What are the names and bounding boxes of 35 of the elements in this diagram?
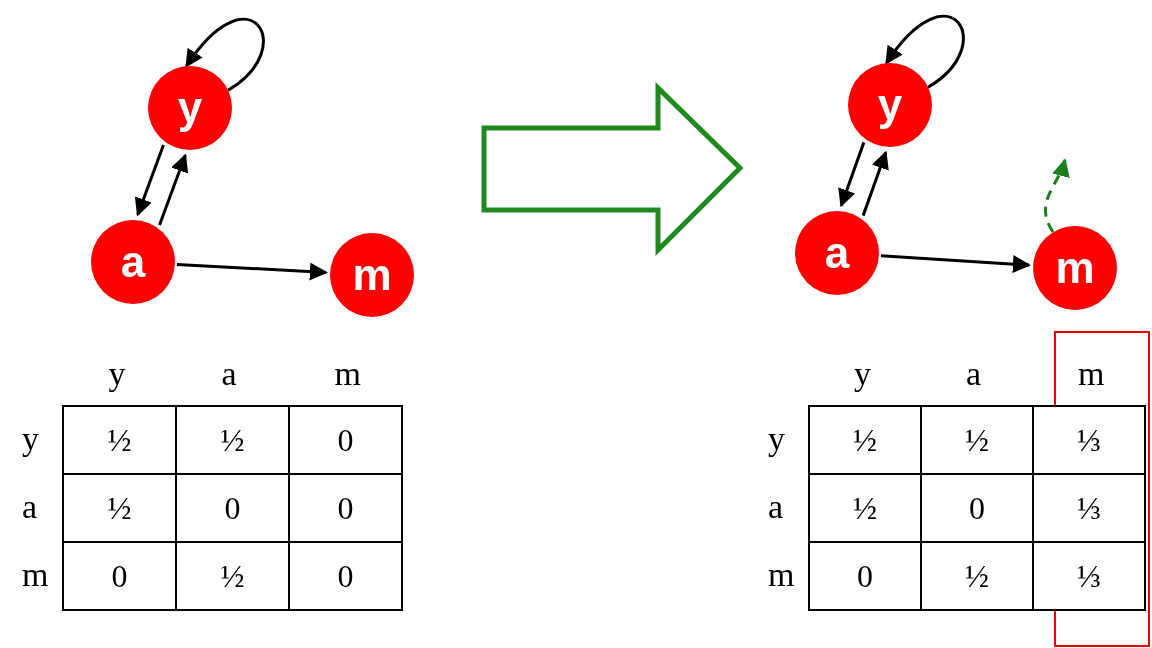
table-cell: 0 — [808, 541, 922, 611]
table-cell: 0 — [288, 541, 403, 611]
table-cell: ½ — [62, 405, 177, 475]
column-header: m — [334, 357, 361, 391]
row-header: m — [22, 558, 49, 592]
arrow — [1044, 158, 1069, 233]
column-header: y — [854, 357, 871, 391]
arrow — [134, 144, 165, 217]
table-cell: ⅓ — [1032, 405, 1146, 475]
row-header: a — [22, 490, 38, 524]
arrow — [176, 262, 328, 281]
arrow — [158, 153, 189, 226]
graph-node: a — [795, 211, 879, 295]
row-header: y — [768, 422, 785, 456]
row-header: m — [768, 558, 795, 592]
column-header: a — [966, 357, 982, 391]
column-header: a — [221, 357, 237, 391]
table-cell: 0 — [288, 405, 403, 475]
table-cell: 0 — [62, 541, 177, 611]
row-header: y — [22, 422, 39, 456]
graph-node: y — [148, 66, 232, 150]
graph-node: a — [91, 220, 175, 304]
graph-node: m — [1033, 226, 1117, 310]
column-header: m — [1078, 357, 1105, 391]
arrow — [885, 14, 965, 89]
arrow — [861, 150, 889, 217]
graph-node: y — [848, 63, 932, 147]
table-cell: ⅓ — [1032, 541, 1146, 611]
arrow — [880, 254, 1031, 274]
column-header: y — [108, 357, 126, 391]
row-header: a — [768, 490, 784, 524]
table-cell: ½ — [808, 405, 922, 475]
arrow — [838, 141, 866, 208]
graph-node: m — [330, 233, 414, 317]
arrow — [185, 17, 265, 92]
